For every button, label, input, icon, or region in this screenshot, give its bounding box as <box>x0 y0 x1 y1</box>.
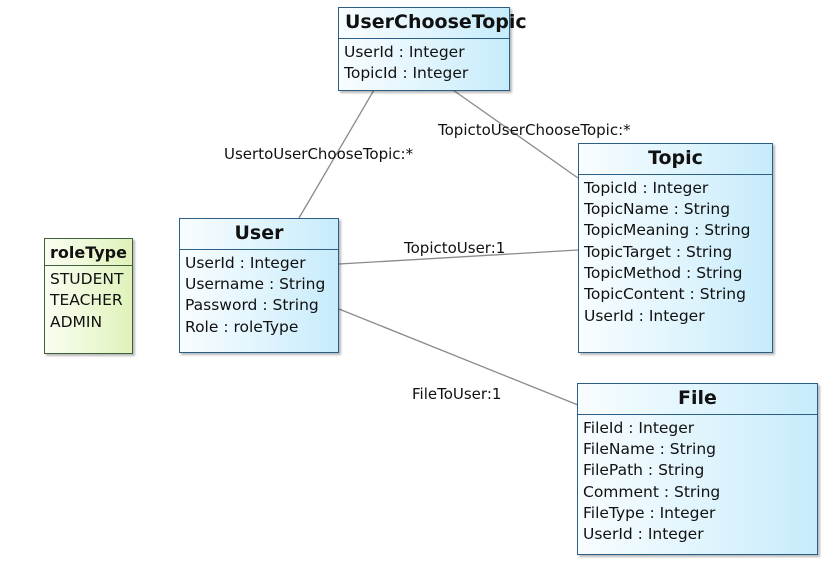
attribute: UserId : Integer <box>185 253 306 272</box>
attribute: FileId : Integer <box>583 418 695 437</box>
association-line-topic-userchoosetopic <box>452 89 579 179</box>
class-name: File <box>578 384 817 415</box>
attribute: TopicId : Integer <box>584 178 709 197</box>
attribute: FileName : String <box>583 440 716 459</box>
attribute-list: TopicId : Integer TopicName : String Top… <box>579 175 772 330</box>
attribute-list: UserId : Integer Username : String Passw… <box>180 250 338 341</box>
class-userchoosetopic[interactable]: UserChooseTopic UserId : Integer TopicId… <box>338 7 527 91</box>
class-topic[interactable]: Topic TopicId : Integer TopicName : Stri… <box>578 143 773 353</box>
attribute: Role : roleType <box>185 317 299 336</box>
enum-literal-list: STUDENT TEACHER ADMIN <box>45 266 132 336</box>
association-label-topic-userchoosetopic: TopictoUserChooseTopic:* <box>438 121 631 139</box>
attribute: Password : String <box>185 296 319 315</box>
association-line-user-userchoosetopic <box>298 89 375 219</box>
attribute: UserId : Integer <box>344 42 465 61</box>
attribute: TopicTarget : String <box>584 242 733 261</box>
attribute: Comment : String <box>583 482 721 501</box>
class-name: Topic <box>579 144 772 175</box>
association-label-file-user: FileToUser:1 <box>412 385 502 403</box>
attribute: TopicMeaning : String <box>584 221 751 240</box>
attribute: UserId : Integer <box>584 306 705 325</box>
enum-literal: STUDENT <box>50 270 124 289</box>
class-name: UserChooseTopic <box>339 8 527 39</box>
attribute: UserId : Integer <box>583 525 704 544</box>
attribute: TopicName : String <box>584 200 731 219</box>
attribute: FilePath : String <box>583 461 705 480</box>
class-file[interactable]: File FileId : Integer FileName : String … <box>577 383 818 555</box>
attribute: Username : String <box>185 275 326 294</box>
attribute: TopicContent : String <box>584 285 746 304</box>
association-label-user-userchoosetopic: UsertoUserChooseTopic:* <box>224 145 414 163</box>
attribute: TopicMethod : String <box>584 263 743 282</box>
enum-literal: TEACHER <box>50 291 123 310</box>
association-line-file-user <box>338 308 579 406</box>
class-user[interactable]: User UserId : Integer Username : String … <box>179 218 339 353</box>
attribute: FileType : Integer <box>583 503 716 522</box>
enum-roletype[interactable]: roleType STUDENT TEACHER ADMIN <box>44 238 133 354</box>
enum-name: roleType <box>45 239 132 267</box>
class-name: User <box>180 219 338 250</box>
attribute-list: FileId : Integer FileName : String FileP… <box>578 415 817 549</box>
attribute-list: UserId : Integer TopicId : Integer <box>339 39 509 88</box>
association-line-topic-user <box>338 249 579 265</box>
association-label-topic-user: TopictoUser:1 <box>404 239 506 257</box>
attribute: TopicId : Integer <box>344 64 469 83</box>
enum-literal: ADMIN <box>50 312 103 331</box>
